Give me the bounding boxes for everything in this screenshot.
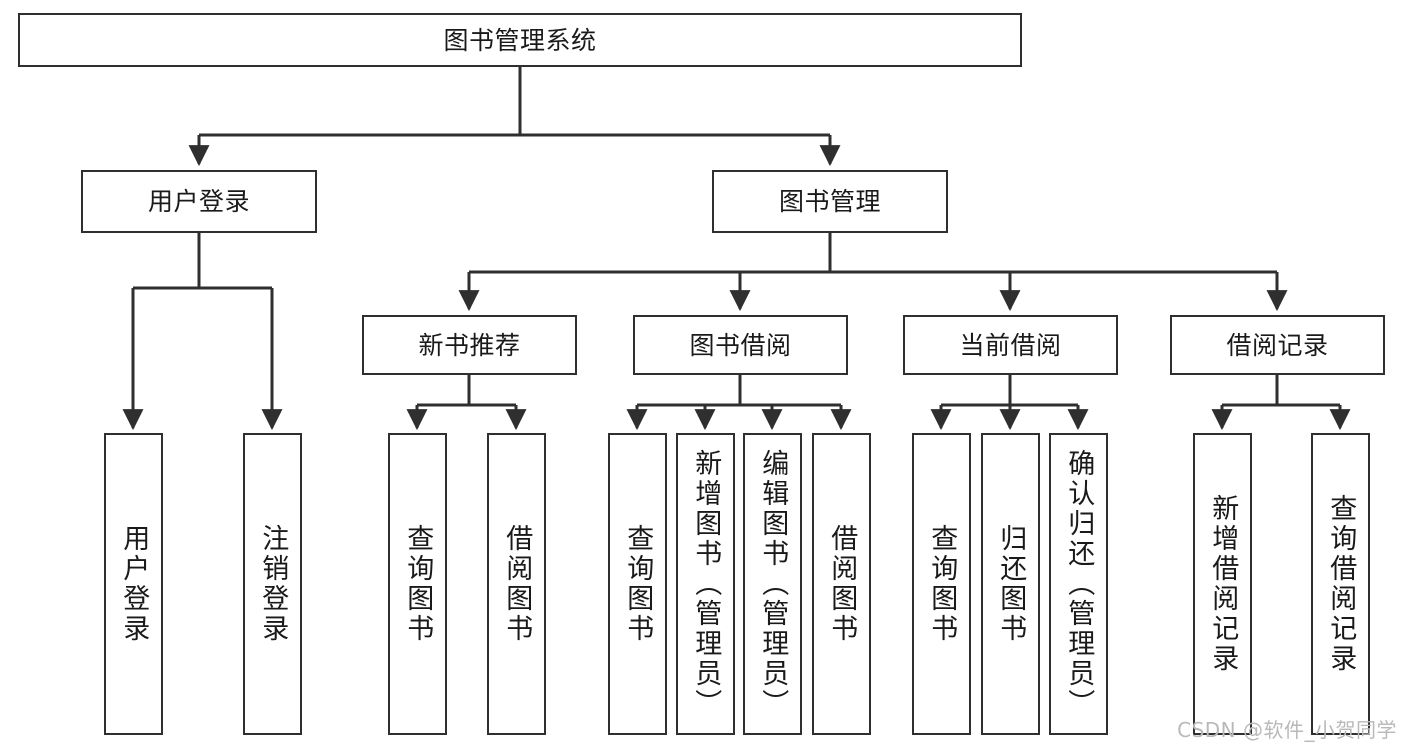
node-label: 新增借阅记录 [1207,494,1239,674]
leaf-query-borrow-record[interactable]: 查询借阅记录 [1311,433,1370,735]
leaf-add-borrow-record[interactable]: 新增借阅记录 [1193,433,1252,735]
node-label: 借阅图书 [826,524,858,644]
node-label: 归还图书 [995,524,1027,644]
node-label: 注销登录 [257,524,289,644]
node-label: 新增图书（管理员） [690,449,722,719]
node-user-login[interactable]: 用户登录 [81,170,317,233]
node-new-book-recommend[interactable]: 新书推荐 [362,315,577,375]
node-borrow-record[interactable]: 借阅记录 [1170,315,1385,375]
node-label: 图书借阅 [689,330,792,360]
node-label: 查询图书 [402,524,434,644]
node-label: 查询图书 [622,524,654,644]
leaf-borrow-book-1[interactable]: 借阅图书 [487,433,546,735]
node-label: 确认归还（管理员） [1063,449,1095,719]
node-label: 借阅记录 [1226,330,1329,360]
leaf-edit-book-admin[interactable]: 编辑图书（管理员） [743,433,802,735]
leaf-query-book-3[interactable]: 查询图书 [912,433,971,735]
leaf-query-book-1[interactable]: 查询图书 [388,433,447,735]
node-label: 当前借阅 [959,330,1062,360]
leaf-confirm-return-admin[interactable]: 确认归还（管理员） [1049,433,1108,735]
watermark-text: CSDN @软件_小贺同学 [1177,718,1397,742]
node-label: 用户登录 [118,524,150,644]
leaf-logout[interactable]: 注销登录 [243,433,302,735]
node-label: 图书管理系统 [443,25,597,55]
node-label: 借阅图书 [501,524,533,644]
leaf-query-book-2[interactable]: 查询图书 [608,433,667,735]
leaf-borrow-book-2[interactable]: 借阅图书 [812,433,871,735]
node-book-management[interactable]: 图书管理 [712,170,948,233]
node-label: 查询图书 [926,524,958,644]
node-book-borrow[interactable]: 图书借阅 [633,315,848,375]
node-label: 编辑图书（管理员） [757,449,789,719]
node-label: 图书管理 [778,187,881,216]
leaf-add-book-admin[interactable]: 新增图书（管理员） [676,433,735,735]
node-label: 新书推荐 [418,330,521,360]
node-label: 用户登录 [147,187,250,216]
node-root-system[interactable]: 图书管理系统 [18,13,1022,67]
node-current-borrow[interactable]: 当前借阅 [903,315,1118,375]
leaf-return-book[interactable]: 归还图书 [981,433,1040,735]
node-label: 查询借阅记录 [1325,494,1357,674]
leaf-user-login[interactable]: 用户登录 [104,433,163,735]
